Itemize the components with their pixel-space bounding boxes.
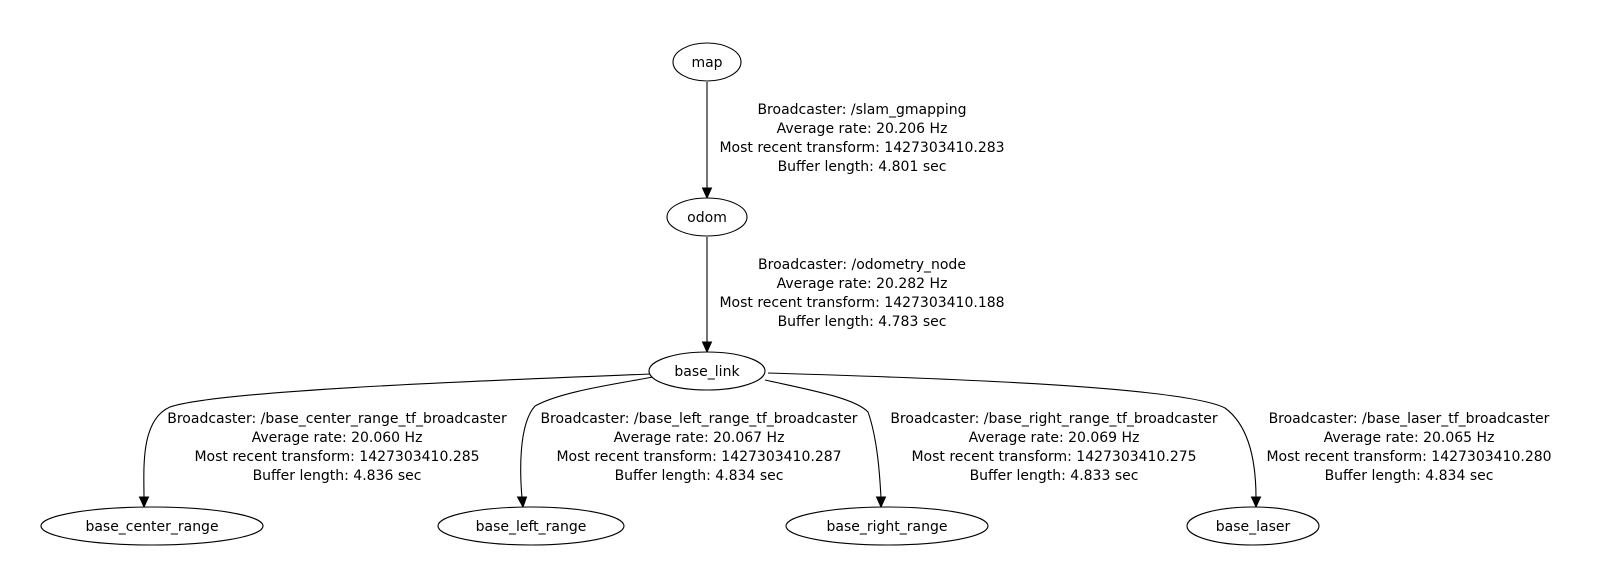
node-label: base_laser — [1216, 519, 1291, 535]
node-label: base_link — [674, 364, 740, 380]
edge-broadcaster-label: Broadcaster: /base_right_range_tf_broadc… — [890, 411, 1218, 427]
node-label: map — [691, 55, 722, 71]
node-label: odom — [687, 210, 727, 226]
node-ellipse — [666, 197, 748, 237]
edge-rate-label: Average rate: 20.282 Hz — [777, 276, 948, 292]
node-ellipse — [437, 506, 625, 546]
edge-arrowhead — [138, 496, 150, 509]
edge-buffer-label: Buffer length: 4.783 sec — [778, 314, 947, 330]
edge-buffer-label: Buffer length: 4.834 sec — [1325, 468, 1494, 484]
edge-recent-label: Most recent transform: 1427303410.280 — [1266, 449, 1551, 465]
node-base-center-range[interactable]: base_center_range — [40, 506, 264, 546]
node-base-link[interactable]: base_link — [648, 351, 766, 391]
node-ellipse — [648, 351, 766, 391]
edge-recent-label: Most recent transform: 1427303410.188 — [719, 295, 1004, 311]
edge-base-link-right-range: Broadcaster: /base_right_range_tf_broadc… — [764, 379, 1218, 509]
node-ellipse — [1186, 506, 1320, 546]
edge-broadcaster-label: Broadcaster: /base_center_range_tf_broad… — [167, 411, 507, 427]
node-ellipse — [672, 42, 742, 82]
edge-broadcaster-label: Broadcaster: /odometry_node — [758, 257, 966, 273]
edge-arrowhead — [701, 187, 713, 200]
edge-arrowhead — [875, 496, 887, 509]
edge-buffer-label: Buffer length: 4.801 sec — [778, 159, 947, 175]
edge-rate-label: Average rate: 20.069 Hz — [969, 430, 1140, 446]
node-label: base_left_range — [476, 519, 587, 535]
edge-rate-label: Average rate: 20.206 Hz — [777, 121, 948, 137]
edge-map-odom: Broadcaster: /slam_gmapping Average rate… — [701, 82, 1005, 200]
edge-recent-label: Most recent transform: 1427303410.275 — [911, 449, 1196, 465]
edge-arrowhead — [1250, 496, 1262, 509]
edge-arrowhead — [701, 341, 713, 354]
edge-recent-label: Most recent transform: 1427303410.283 — [719, 140, 1004, 156]
edge-buffer-label: Buffer length: 4.833 sec — [970, 468, 1139, 484]
edge-line — [520, 376, 654, 499]
node-label: base_center_range — [85, 519, 218, 535]
edge-recent-label: Most recent transform: 1427303410.287 — [556, 449, 841, 465]
node-base-right-range[interactable]: base_right_range — [785, 506, 989, 546]
node-label: base_right_range — [827, 519, 948, 535]
node-odom[interactable]: odom — [666, 197, 748, 237]
edge-broadcaster-label: Broadcaster: /slam_gmapping — [757, 102, 966, 118]
edge-broadcaster-label: Broadcaster: /base_laser_tf_broadcaster — [1269, 411, 1550, 427]
edge-odom-base-link: Broadcaster: /odometry_node Average rate… — [701, 237, 1005, 354]
edge-arrowhead — [516, 496, 528, 509]
edge-buffer-label: Buffer length: 4.834 sec — [615, 468, 784, 484]
edge-line — [143, 373, 652, 499]
node-ellipse — [40, 506, 264, 546]
edge-line — [764, 379, 882, 499]
edge-rate-label: Average rate: 20.065 Hz — [1324, 430, 1495, 446]
edge-broadcaster-label: Broadcaster: /base_left_range_tf_broadca… — [540, 411, 857, 427]
edge-recent-label: Most recent transform: 1427303410.285 — [194, 449, 479, 465]
edge-base-link-left-range: Broadcaster: /base_left_range_tf_broadca… — [516, 376, 858, 509]
edge-base-link-laser: Broadcaster: /base_laser_tf_broadcaster … — [767, 372, 1552, 509]
edge-buffer-label: Buffer length: 4.836 sec — [253, 468, 422, 484]
node-base-left-range[interactable]: base_left_range — [437, 506, 625, 546]
node-ellipse — [785, 506, 989, 546]
edge-line — [767, 372, 1257, 499]
edge-base-link-center-range: Broadcaster: /base_center_range_tf_broad… — [138, 373, 652, 509]
edge-rate-label: Average rate: 20.067 Hz — [614, 430, 785, 446]
node-map[interactable]: map — [672, 42, 742, 82]
edge-rate-label: Average rate: 20.060 Hz — [252, 430, 423, 446]
node-base-laser[interactable]: base_laser — [1186, 506, 1320, 546]
